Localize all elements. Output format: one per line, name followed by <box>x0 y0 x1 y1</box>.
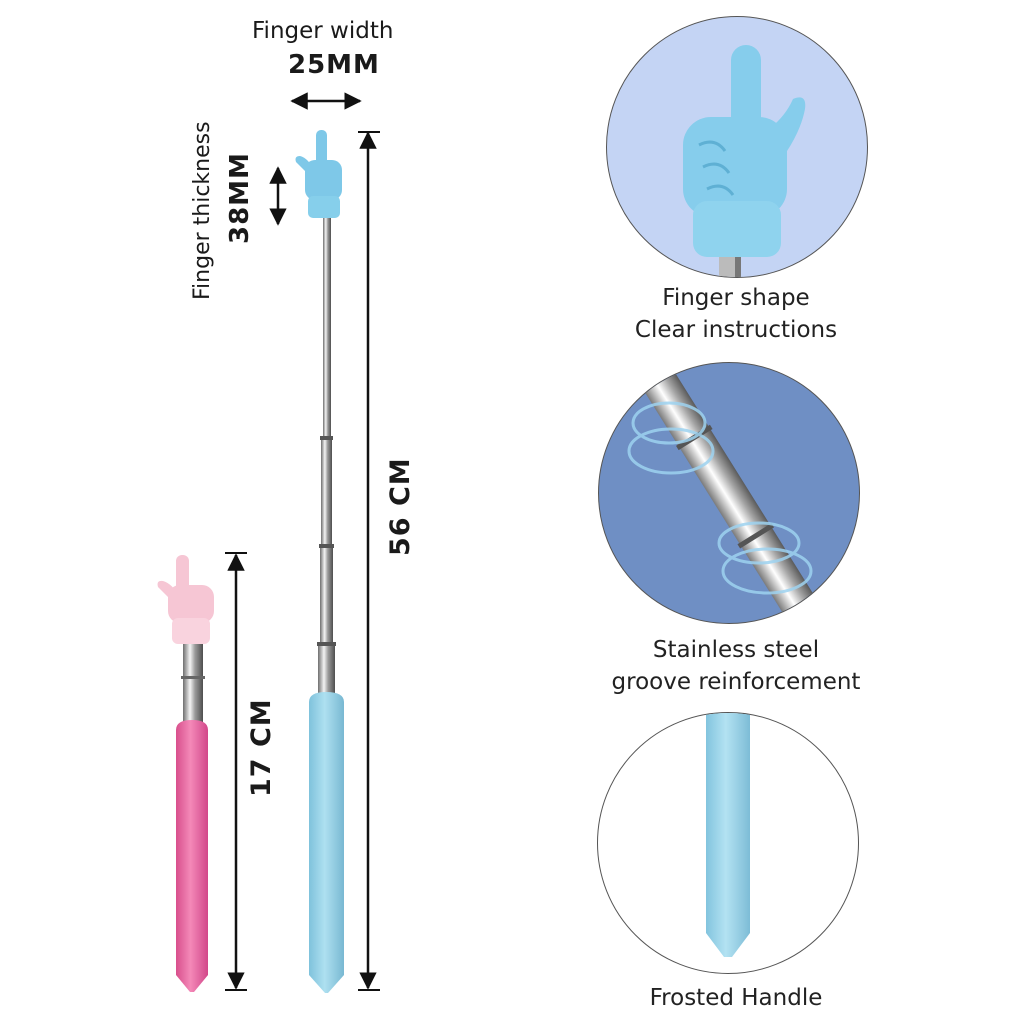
feature-circle-steel <box>598 362 860 624</box>
handle-closeup-icon <box>706 713 750 957</box>
feature-caption-2: Stainless steel groove reinforcement <box>611 637 861 695</box>
finger-width-value: 25MM <box>288 50 380 80</box>
product-illustration <box>157 92 380 993</box>
feature-circle-finger <box>606 16 868 278</box>
blue-pointer-extended <box>295 130 344 993</box>
finger-width-label: Finger width <box>252 18 394 44</box>
pink-pointer-collapsed <box>157 555 214 992</box>
finger-tip-closeup-icon <box>683 45 806 277</box>
steel-rod-closeup-icon <box>623 363 835 623</box>
feature-circle-handle <box>597 712 859 974</box>
feature-caption-3: Frosted Handle <box>649 985 823 1011</box>
blue-finger-tip <box>295 130 342 218</box>
feature-caption-1: Finger shape Clear instructions <box>634 285 838 343</box>
pink-finger-tip <box>157 555 214 644</box>
